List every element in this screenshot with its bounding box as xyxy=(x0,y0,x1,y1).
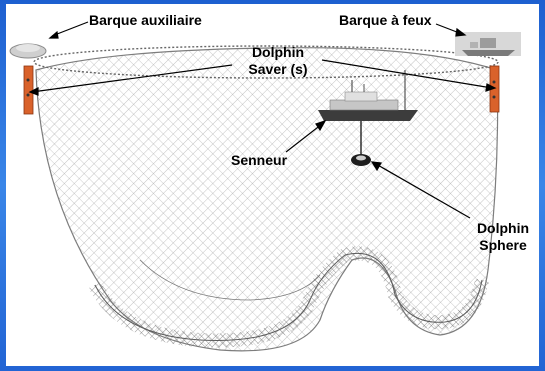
dolphin-saver-left xyxy=(24,66,33,114)
label-dolphin-saver-line1: Dolphin xyxy=(228,44,328,61)
label-senneur: Senneur xyxy=(231,152,287,169)
seine-net xyxy=(34,46,498,351)
arrowhead-barque-auxiliaire xyxy=(50,32,58,38)
label-dolphin-saver: Dolphin Saver (s) xyxy=(228,44,328,78)
label-barque-auxiliaire: Barque auxiliaire xyxy=(89,12,202,29)
dolphin-sphere-device xyxy=(351,154,371,166)
auxiliary-skiff xyxy=(10,44,46,58)
label-dolphin-sphere: Dolphin Sphere xyxy=(466,220,540,254)
label-dolphin-sphere-line2: Sphere xyxy=(466,237,540,254)
label-dolphin-sphere-line1: Dolphin xyxy=(466,220,540,237)
label-dolphin-saver-line2: Saver (s) xyxy=(228,61,328,78)
label-barque-a-feux: Barque à feux xyxy=(339,12,432,29)
